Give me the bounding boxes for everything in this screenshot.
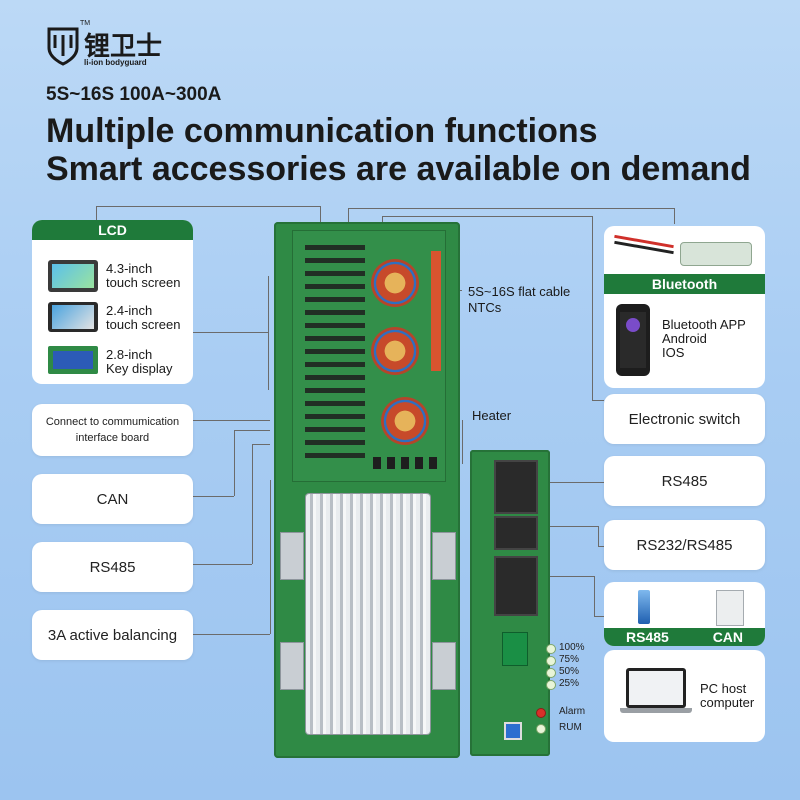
led-label-run: RUM: [559, 722, 582, 733]
led-label-75: 75%: [559, 654, 580, 665]
led-alarm: [536, 708, 546, 718]
heatsink: [306, 494, 430, 734]
connector-line: [96, 206, 320, 207]
can-adapter-label: CAN: [712, 629, 744, 645]
touch-screen-43-image: [48, 260, 98, 292]
rs485-adapter-label: RS485: [625, 629, 669, 645]
inductor-coil: [381, 397, 429, 445]
spec-text: 5S~16S 100A~300A: [46, 84, 222, 105]
rs485-right-card: RS485: [604, 456, 765, 506]
inductor-coil: [371, 259, 419, 307]
led-label-alarm: Alarm: [559, 706, 586, 717]
connector-line: [348, 208, 349, 224]
heater-callout: Heater: [472, 408, 512, 423]
led-label-100: 100%: [559, 642, 585, 653]
connector-line: [548, 526, 598, 527]
shield-logo-icon: [47, 27, 79, 66]
rj45-port: [494, 556, 538, 616]
headline-2: Smart accessories are available on deman…: [46, 150, 751, 188]
can-adapter-image: [716, 590, 744, 626]
comm-board: [470, 450, 550, 756]
connector-line: [382, 216, 592, 217]
connector-line: [548, 482, 604, 483]
connector-line: [270, 480, 271, 634]
connector-line: [96, 206, 97, 220]
touch-screen-24-image: [48, 302, 98, 332]
bms-board: [274, 222, 460, 758]
connector-line: [192, 332, 268, 333]
connector-line: [594, 616, 604, 617]
rj45-port: [494, 460, 538, 514]
control-pcb: [292, 230, 446, 482]
can-card: CAN: [32, 474, 193, 524]
balancing-card: 3A active balancing: [32, 610, 193, 660]
connector-line: [252, 444, 270, 445]
connector-line: [598, 546, 604, 547]
connector-line: [382, 216, 383, 226]
rj45-port: [494, 516, 538, 550]
connector-line: [592, 216, 593, 400]
connector-line: [192, 420, 270, 421]
laptop-image: [620, 668, 692, 718]
led-25: [546, 680, 556, 690]
headline-1: Multiple communication functions: [46, 112, 598, 150]
connector-line: [320, 206, 321, 224]
led-run: [536, 724, 546, 734]
connector-line: [462, 420, 463, 464]
adapter-card: RS485 CAN: [604, 582, 765, 646]
led-100: [546, 644, 556, 654]
connector-line: [348, 208, 674, 209]
connector-line: [252, 444, 253, 564]
brand-tagline: li-ion bodyguard: [84, 58, 147, 67]
connector-line: [594, 576, 595, 616]
lcd-title: LCD: [32, 220, 193, 240]
bluetooth-card: Bluetooth Bluetooth APP Android IOS: [604, 226, 765, 388]
connector-line: [268, 276, 269, 390]
lcd-item-43: [48, 260, 98, 292]
led-75: [546, 656, 556, 666]
adapter-labels: RS485 CAN: [604, 628, 765, 646]
bluetooth-module-image: [610, 232, 760, 272]
connector-line: [592, 400, 604, 401]
rs232-card: RS232/RS485: [604, 520, 765, 570]
brand-logo: 锂卫士 TM li-ion bodyguard: [46, 20, 206, 70]
rs485-adapter-image: [638, 590, 650, 624]
connector-line: [192, 496, 234, 497]
usb-port: [504, 722, 522, 740]
led-label-25: 25%: [559, 678, 580, 689]
terminal-block: [502, 632, 528, 666]
bluetooth-title: Bluetooth: [604, 274, 765, 294]
rs485-left-card: RS485: [32, 542, 193, 592]
phone-app-image: [616, 304, 650, 376]
connector-line: [234, 430, 235, 496]
connector-line: [674, 208, 675, 224]
electronic-switch-card: Electronic switch: [604, 394, 765, 444]
connector-line: [192, 634, 270, 635]
key-display-image: [48, 346, 98, 374]
connector-line: [192, 564, 252, 565]
inductor-coil: [371, 327, 419, 375]
trademark: TM: [80, 20, 91, 27]
connector-line: [598, 526, 599, 546]
brand-name: 锂卫士: [84, 31, 163, 61]
led-label-50: 50%: [559, 666, 580, 677]
led-50: [546, 668, 556, 678]
connector-line: [548, 576, 594, 577]
bluetooth-app-text: Bluetooth APP Android IOS: [662, 317, 746, 360]
connector-line: [234, 430, 270, 431]
